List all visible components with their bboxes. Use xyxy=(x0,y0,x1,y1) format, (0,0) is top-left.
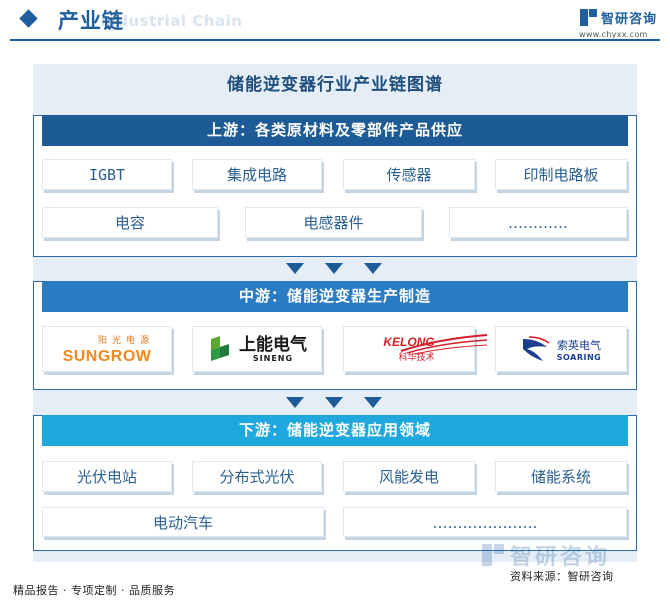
kelong-swoosh-icon xyxy=(401,334,488,355)
arrow-down-icon xyxy=(364,397,382,408)
sungrow-name-en: SUNGROW xyxy=(62,347,152,365)
sineng-name-en: SINENG xyxy=(252,353,294,363)
sineng-mark-icon xyxy=(211,336,229,361)
watermark: 智研咨询 xyxy=(482,539,610,571)
diamond-icon xyxy=(19,9,38,28)
upstream-item: 集成电路 xyxy=(192,159,322,190)
downstream-item: ………………… xyxy=(343,507,627,537)
upstream-item: 电容 xyxy=(42,207,218,238)
diagram-title: 储能逆变器行业产业链图谱 xyxy=(227,75,443,95)
upstream-title: 上游：各类原材料及零部件产品供应 xyxy=(42,115,628,146)
midstream-title: 中游：储能逆变器生产制造 xyxy=(42,281,628,312)
soaring-logo: 索英电气 SOARING xyxy=(495,326,627,372)
upstream-item: 印制电路板 xyxy=(495,159,627,190)
sineng-logo-text: 上能电气 SINENG xyxy=(239,336,307,363)
downstream-item: 分布式光伏 xyxy=(192,461,322,492)
brand-logo-icon xyxy=(580,9,597,26)
downstream-item: 电动汽车 xyxy=(42,507,324,537)
soaring-logo-text: 索英电气 SOARING xyxy=(557,337,601,362)
header-divider xyxy=(10,39,660,41)
soaring-mark-icon xyxy=(522,336,550,361)
kelong-logo: KELONG 科华技术 xyxy=(343,326,488,372)
downstream-item: 储能系统 xyxy=(495,461,627,492)
kelong-logo-text: KELONG 科华技术 xyxy=(383,334,488,363)
sungrow-logo-text: 阳光电源 SUNGROW xyxy=(60,333,154,366)
soaring-name-cn: 索英电气 xyxy=(557,338,601,352)
downstream-title: 下游：储能逆变器应用领域 xyxy=(42,415,628,446)
upstream-item: 传感器 xyxy=(343,159,475,190)
header-title-en: Industrial Chain xyxy=(100,12,243,30)
brand: 智研咨询 xyxy=(580,8,657,27)
header-title: 产业链 xyxy=(58,9,124,33)
brand-name: 智研咨询 xyxy=(601,12,658,27)
arrow-down-icon xyxy=(286,263,304,274)
page-header: Industrial Chain 产业链 智研咨询 www.chyxx.com xyxy=(0,0,670,46)
arrow-down-icon xyxy=(286,397,304,408)
sineng-logo: 上能电气 SINENG xyxy=(192,326,322,372)
source-note: 资料来源：智研咨询 xyxy=(510,570,614,583)
upstream-item: ………… xyxy=(449,207,627,238)
downstream-item: 光伏电站 xyxy=(42,461,172,492)
upstream-item: IGBT xyxy=(42,159,172,190)
kelong-name-cn: 科华技术 xyxy=(398,353,435,363)
arrow-down-icon xyxy=(325,263,343,274)
soaring-name-en: SOARING xyxy=(556,352,602,362)
watermark-text: 智研咨询 xyxy=(510,545,611,570)
arrow-down-icon xyxy=(364,263,382,274)
brand-url: www.chyxx.com xyxy=(579,30,648,39)
downstream-item: 风能发电 xyxy=(343,461,475,492)
sineng-name-cn: 上能电气 xyxy=(239,334,307,355)
watermark-logo-icon xyxy=(482,544,504,566)
arrow-down-icon xyxy=(325,397,343,408)
sungrow-name-cn: 阳光电源 xyxy=(97,335,154,346)
sungrow-logo: 阳光电源 SUNGROW xyxy=(42,326,172,372)
upstream-item: 电感器件 xyxy=(245,207,422,238)
footer-slogan: 精品报告 · 专项定制 · 品质服务 xyxy=(13,584,175,597)
